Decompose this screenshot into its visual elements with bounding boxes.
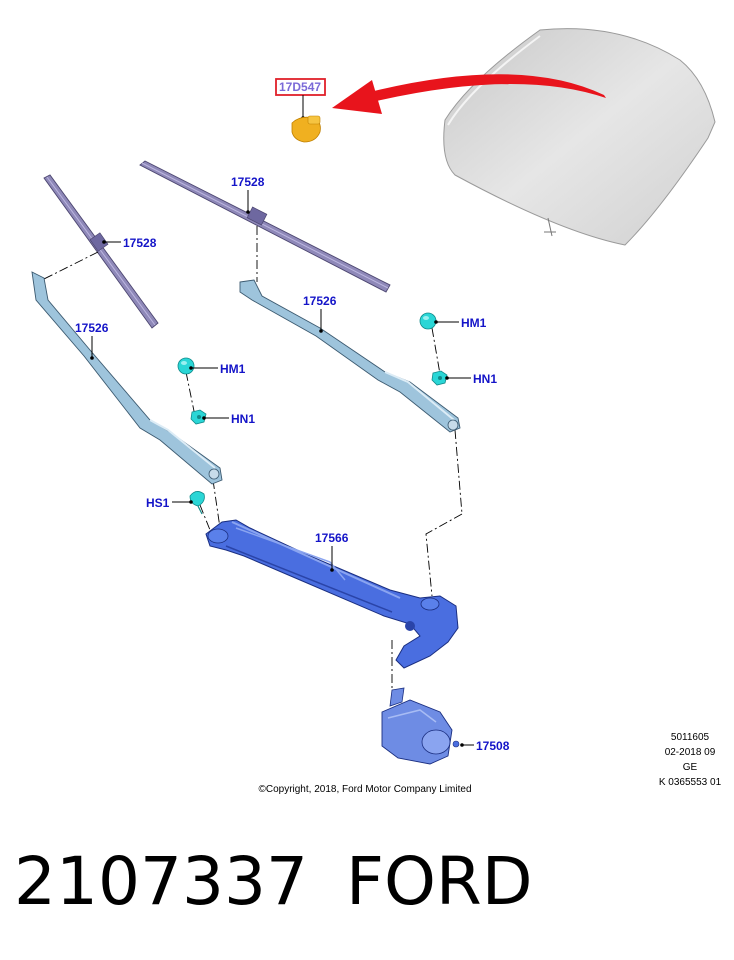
wiper-motor: 17508 — [381, 687, 510, 765]
meta-line-2: 02-2018 09 — [665, 747, 716, 758]
screw-label[interactable]: HS1 — [146, 496, 170, 510]
right-wiper-arm — [239, 279, 461, 433]
right-wiper-blade — [139, 160, 391, 293]
left-blade-label[interactable]: 17528 — [123, 236, 157, 250]
washer-pump-label-group: 17D547 — [275, 78, 326, 120]
linkage-label[interactable]: 17566 — [315, 531, 349, 545]
right-arm-label[interactable]: 17526 — [303, 294, 337, 308]
left-nut: HN1 — [190, 409, 255, 426]
motor-label[interactable]: 17508 — [476, 739, 510, 753]
left-blade-callout: 17528 — [102, 236, 157, 250]
right-nut-label[interactable]: HN1 — [473, 372, 497, 386]
alignment-lines — [41, 226, 463, 690]
left-arm-label[interactable]: 17526 — [75, 321, 109, 335]
washer-pump-label[interactable]: 17D547 — [279, 80, 321, 94]
left-arm-callout: 17526 — [75, 321, 109, 360]
right-arm-callout: 17526 — [303, 294, 337, 333]
left-wiper-blade — [43, 174, 159, 329]
copyright-text: ©Copyright, 2018, Ford Motor Company Lim… — [258, 784, 471, 795]
washer-pump — [291, 115, 321, 143]
left-cap-label[interactable]: HM1 — [220, 362, 246, 376]
meta-line-4: K 0365553 01 — [659, 777, 722, 788]
highlight-box — [275, 78, 326, 96]
red-pointer-arrow-icon — [332, 74, 606, 114]
right-cap-label[interactable]: HM1 — [461, 316, 487, 330]
left-cap: HM1 — [177, 357, 246, 376]
right-nut: HN1 — [431, 370, 497, 386]
right-blade-label[interactable]: 17528 — [231, 175, 265, 189]
brand-name: FORD — [346, 843, 533, 920]
left-wiper-arm — [31, 271, 223, 485]
right-blade-callout: 17528 — [231, 175, 265, 214]
part-number: 2107337 — [14, 843, 308, 920]
windshield — [443, 28, 716, 246]
diagram-meta: 5011605 02-2018 09 GE K 0365553 01 — [659, 732, 722, 788]
left-nut-label[interactable]: HN1 — [231, 412, 255, 426]
screw: HS1 — [146, 491, 205, 515]
right-cap: HM1 — [419, 312, 487, 330]
wiper-linkage — [205, 519, 459, 669]
linkage-callout: 17566 — [315, 531, 349, 572]
meta-line-1: 5011605 — [671, 732, 710, 743]
meta-line-3: GE — [683, 762, 698, 773]
